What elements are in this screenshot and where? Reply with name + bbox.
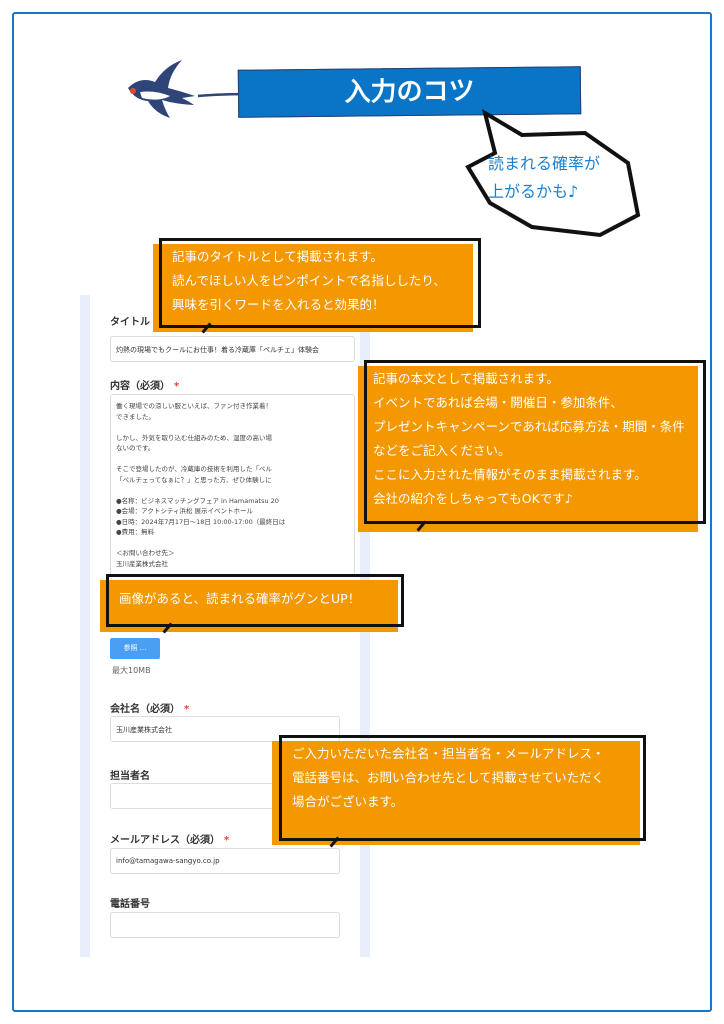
callout-bg — [100, 580, 398, 632]
callout-bg — [272, 741, 640, 845]
callout-line: プレゼントキャンペーンであれば応募方法・期間・条件 — [373, 419, 685, 434]
callout-line: 画像があると、読まれる確率がグンとUP！ — [119, 591, 361, 606]
callout-bg — [358, 366, 698, 532]
required-mark: * — [184, 704, 190, 715]
required-mark: * — [174, 381, 180, 392]
title-label: タイトル — [110, 317, 150, 328]
title-callout: 記事のタイトルとして掲載されます。 読んでほしい人をピンポイントで名指ししたり、… — [159, 238, 481, 328]
callout-line: 記事のタイトルとして掲載されます。 — [172, 249, 383, 264]
company-label: 会社名（必須） * — [110, 700, 189, 715]
callout-line: 会社の紹介をしちゃってもOKです♪ — [373, 491, 573, 506]
speech-bubble — [465, 108, 641, 238]
callout-line: 読んでほしい人をピンポイントで名指ししたり、 — [172, 273, 446, 288]
callout-line: ご入力いただいた会社名・担当者名・メールアドレス・ — [292, 746, 605, 761]
callout-line: イベントであれば会場・開催日・参加条件、 — [373, 395, 623, 410]
phone-input[interactable] — [110, 912, 340, 938]
content-label-text: 内容（必須） — [110, 381, 170, 392]
callout-line: 興味を引くワードを入れると効果的！ — [172, 297, 385, 312]
content-textarea[interactable]: 働く現場での涼しい服といえば、ファン付き作業着！ できました。 しかし、外気を取… — [110, 394, 355, 576]
callout-line: ここに入力された情報がそのまま掲載されます。 — [373, 467, 647, 482]
callout-line: などをご記入ください。 — [373, 443, 511, 458]
bubble-text: 読まれる確率が 上がるかも♪ — [488, 150, 600, 206]
page-frame — [12, 12, 712, 1012]
email-label: メールアドレス（必須） * — [110, 831, 229, 846]
phone-label: 電話番号 — [110, 899, 150, 910]
email-input[interactable]: info@tamagawa-sangyo.co.jp — [110, 848, 340, 874]
max-size-hint: 最大10MB — [112, 666, 151, 675]
callout-line: 記事の本文として掲載されます。 — [373, 371, 559, 386]
email-label-text: メールアドレス（必須） — [110, 835, 220, 846]
bubble-line: 上がるかも♪ — [488, 182, 579, 201]
title-input[interactable]: 灼熱の現場でもクールにお仕事！着る冷蔵庫「ペルチェ」体験会 — [110, 336, 355, 362]
required-mark: * — [224, 835, 230, 846]
image-callout: 画像があると、読まれる確率がグンとUP！ — [106, 574, 404, 627]
person-label: 担当者名 — [110, 771, 150, 782]
callout-line: 場合がございます。 — [292, 794, 404, 809]
callout-line: 電話番号は、お問い合わせ先として掲載させていただく — [292, 770, 605, 785]
browse-button[interactable]: 参照 ... — [110, 638, 160, 659]
content-label: 内容（必須） * — [110, 377, 179, 392]
contact-callout: ご入力いただいた会社名・担当者名・メールアドレス・ 電話番号は、お問い合わせ先と… — [279, 735, 646, 841]
bubble-line: 読まれる確率が — [488, 154, 601, 173]
content-callout: 記事の本文として掲載されます。 イベントであれば会場・開催日・参加条件、 プレゼ… — [364, 360, 706, 524]
company-label-text: 会社名（必須） — [110, 704, 180, 715]
callout-bg — [153, 244, 473, 332]
